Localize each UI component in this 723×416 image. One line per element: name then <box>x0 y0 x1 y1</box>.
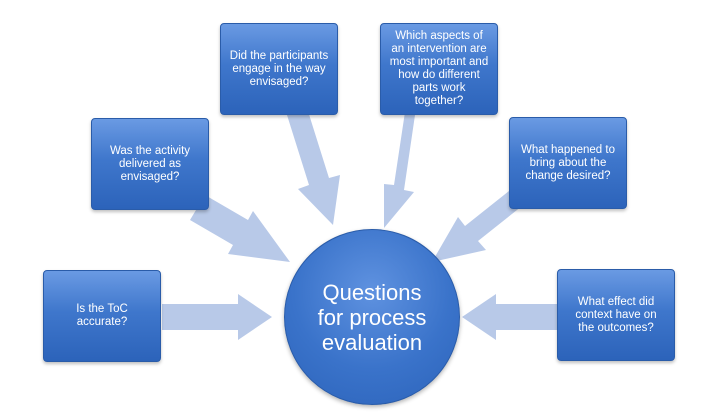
box-context-effect-label: What effect did context have on the outc… <box>575 295 657 334</box>
arrow-activity-delivered <box>190 195 290 262</box>
arrow-change-desired <box>432 191 522 262</box>
box-toc-accurate: Is the ToC accurate? <box>43 270 161 362</box>
box-toc-accurate-label: Is the ToC accurate? <box>76 303 128 328</box>
box-change-desired: What happened to bring about the change … <box>509 117 627 209</box>
arrow-participants-engage <box>287 108 340 225</box>
box-change-desired-label: What happened to bring about the change … <box>521 143 615 182</box>
arrow-context-effect <box>462 294 558 340</box>
arrow-toc-accurate <box>162 294 272 340</box>
box-intervention-aspects: Which aspects of an intervention are mos… <box>380 23 498 115</box>
arrow-intervention-aspects <box>384 112 415 228</box>
box-participants-engage-label: Did the participants engage in the way e… <box>229 49 329 88</box>
box-intervention-aspects-label: Which aspects of an intervention are mos… <box>389 30 489 107</box>
center-circle-label: Questions for process evaluation <box>317 279 427 355</box>
box-activity-delivered-label: Was the activity delivered as envisaged? <box>109 144 191 183</box>
box-context-effect: What effect did context have on the outc… <box>557 269 675 361</box>
box-activity-delivered: Was the activity delivered as envisaged? <box>91 118 209 210</box>
center-circle: Questions for process evaluation <box>284 229 460 405</box>
box-participants-engage: Did the participants engage in the way e… <box>220 23 338 115</box>
